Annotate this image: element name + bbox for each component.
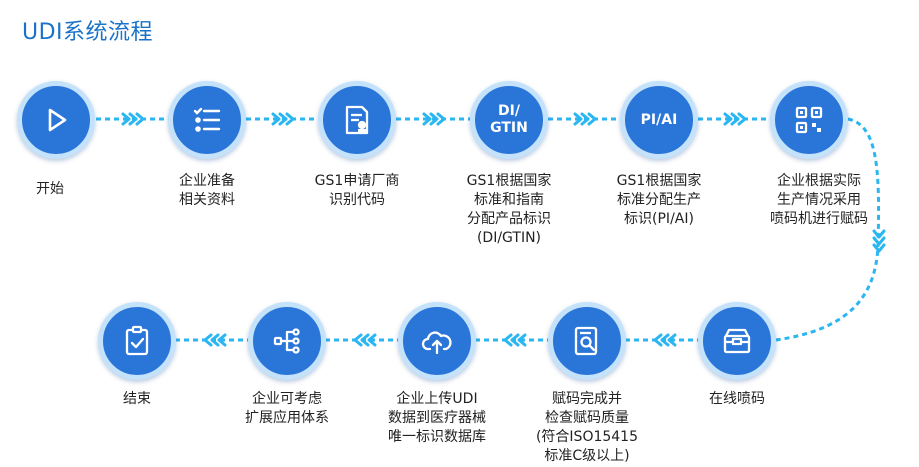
step-4-label: GS1根据国家 标准和指南 分配产品标识 (DI/GTIN): [466, 173, 552, 246]
step-6-label: 企业根据实际 生产情况采用 喷码机进行赋码: [770, 173, 868, 227]
step-8-quality-check-node: [548, 302, 626, 380]
step-9-upload-node: [398, 302, 476, 380]
step-7-online-print-node: [698, 302, 776, 380]
step-5-label: GS1根据国家 标准分配生产 标识(PI/AI): [616, 173, 702, 227]
step-11-label: 结束: [123, 391, 151, 407]
printer-icon: [723, 328, 751, 354]
step-2-label: 企业准备 相关资料: [179, 173, 235, 208]
di-gtin-badge: DI/ GTIN: [490, 103, 528, 136]
step-3-label: GS1申请厂商 识别代码: [314, 173, 400, 208]
clipboard-check-icon: [125, 325, 149, 356]
cloud-upload-icon: [421, 331, 452, 355]
play-icon: [48, 108, 67, 132]
document-stamp-icon: [345, 105, 369, 135]
pi-ai-badge: PI/AI: [640, 111, 678, 128]
checklist-icon: [193, 107, 221, 132]
step-3-apply-code-node: [318, 81, 396, 159]
step-1-label: 开始: [36, 181, 64, 197]
step-5-pi-ai-node: PI/AI: [620, 81, 698, 159]
step-10-extend-node: [248, 302, 326, 380]
qr-code-icon: [795, 106, 823, 134]
document-search-icon: [574, 326, 598, 356]
step-8-label: 赋码完成并 检查赋码质量 (符合ISO15415 标准C级以上): [535, 391, 639, 464]
network-icon: [273, 328, 300, 354]
step-1-start-node: [17, 81, 95, 159]
step-10-label: 企业可考虑 扩展应用体系: [245, 391, 329, 426]
step-2-prepare-node: [168, 81, 246, 159]
step-7-label: 在线喷码: [709, 391, 765, 407]
step-4-di-gtin-node: DI/ GTIN: [470, 81, 548, 159]
step-11-end-node: [98, 302, 176, 380]
step-6-coding-node: [770, 81, 848, 159]
step-9-label: 企业上传UDI 数据到医疗器械 唯一标识数据库: [388, 391, 486, 445]
page-title: UDI系统流程: [22, 20, 154, 45]
